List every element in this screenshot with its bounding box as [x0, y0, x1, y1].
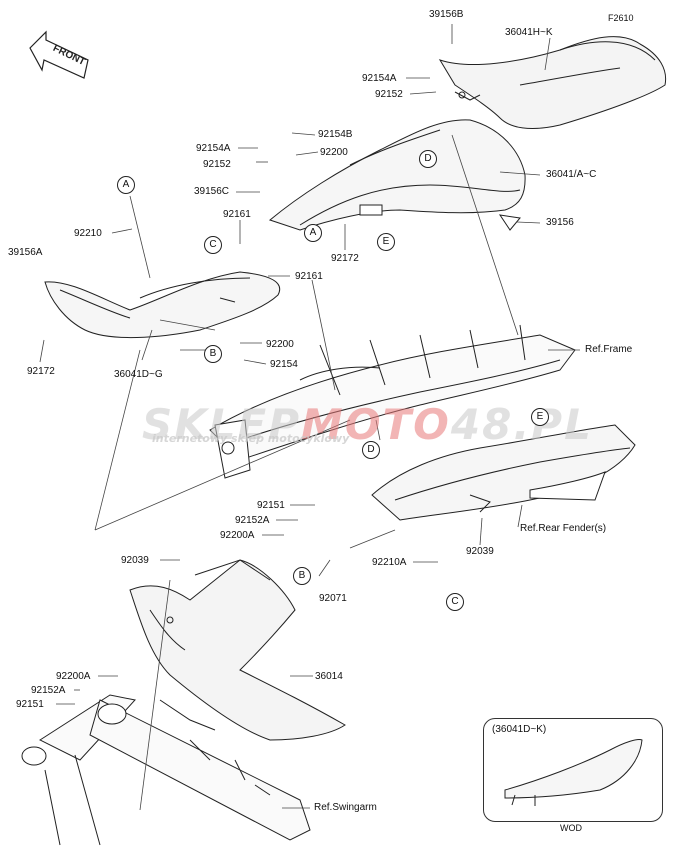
part-92039-left: 92039 — [121, 555, 149, 566]
callout-b-1: B — [204, 345, 222, 363]
part-92161-a: 92161 — [223, 209, 251, 220]
part-39156: 39156 — [546, 217, 574, 228]
part-92071: 92071 — [319, 593, 347, 604]
part-39156A: 39156A — [8, 247, 43, 258]
inset-title: (36041D~K) — [492, 724, 547, 735]
upper-side-cover-part — [268, 119, 526, 231]
part-92154A-top: 92154A — [362, 73, 397, 84]
part-92154B: 92154B — [318, 129, 353, 140]
inset-caption: WOD — [560, 823, 582, 833]
part-92172-left: 92172 — [27, 366, 55, 377]
seat-cover-part — [438, 36, 667, 130]
part-92152A-bottom: 92152A — [31, 685, 66, 696]
part-36041D-G: 36041D~G — [114, 369, 163, 380]
part-92152A-top: 92152A — [235, 515, 270, 526]
variant-inset-box — [483, 718, 663, 822]
ref-rear-fender-label: Ref.Rear Fender(s) — [520, 523, 607, 534]
part-92152-mid: 92152 — [203, 159, 231, 170]
part-92200-low: 92200 — [266, 339, 294, 350]
swingarm-part — [21, 694, 311, 846]
part-36041H-K: 36041H~K — [505, 27, 553, 38]
front-arrow-icon: FRONT — [29, 30, 89, 79]
callout-d-2: D — [362, 441, 380, 459]
part-92151-top: 92151 — [257, 500, 285, 511]
part-92151-bottom: 92151 — [16, 699, 44, 710]
ref-frame-label: Ref.Frame — [585, 344, 633, 355]
callout-a-2: A — [304, 224, 322, 242]
callout-e-2: E — [531, 408, 549, 426]
frame-part — [209, 324, 576, 479]
part-36041A-C: 36041/A~C — [546, 169, 597, 180]
watermark-suffix: 48.PL — [450, 400, 593, 449]
part-92154A-mid: 92154A — [196, 143, 231, 154]
callout-c-1: C — [204, 236, 222, 254]
callout-e-1: E — [377, 233, 395, 251]
watermark-prefix: SKLEP — [142, 400, 302, 449]
part-92039-right: 92039 — [466, 546, 494, 557]
ref-swingarm-label: Ref.Swingarm — [314, 802, 377, 813]
watermark-moto: MOTO — [301, 400, 451, 449]
lower-side-cover-part — [44, 271, 281, 339]
part-92152-top: 92152 — [375, 89, 403, 100]
part-92154: 92154 — [270, 359, 298, 370]
part-92210A: 92210A — [372, 557, 407, 568]
part-39156C: 39156C — [194, 186, 230, 197]
inset-drawing — [504, 739, 643, 806]
callout-c-2: C — [446, 593, 464, 611]
chain-cover-part — [129, 559, 346, 741]
watermark: SKLEPMOTO48.PL — [142, 400, 593, 449]
rear-fender-part — [371, 424, 636, 521]
part-92200A-bottom: 92200A — [56, 671, 91, 682]
callout-d-1: D — [419, 150, 437, 168]
part-39156B: 39156B — [429, 9, 464, 20]
callout-a-1: A — [117, 176, 135, 194]
diagram-code: F2610 — [608, 13, 634, 23]
part-92172-right: 92172 — [331, 253, 359, 264]
part-92200A-top: 92200A — [220, 530, 255, 541]
leader-lines — [39, 24, 580, 811]
part-92200-mid: 92200 — [320, 147, 348, 158]
part-36014: 36014 — [315, 671, 343, 682]
callout-b-2: B — [293, 567, 311, 585]
watermark-tagline: internetowy sklep motocyklowy — [152, 432, 350, 445]
part-92210-top: 92210 — [74, 228, 102, 239]
part-92161-b: 92161 — [295, 271, 323, 282]
